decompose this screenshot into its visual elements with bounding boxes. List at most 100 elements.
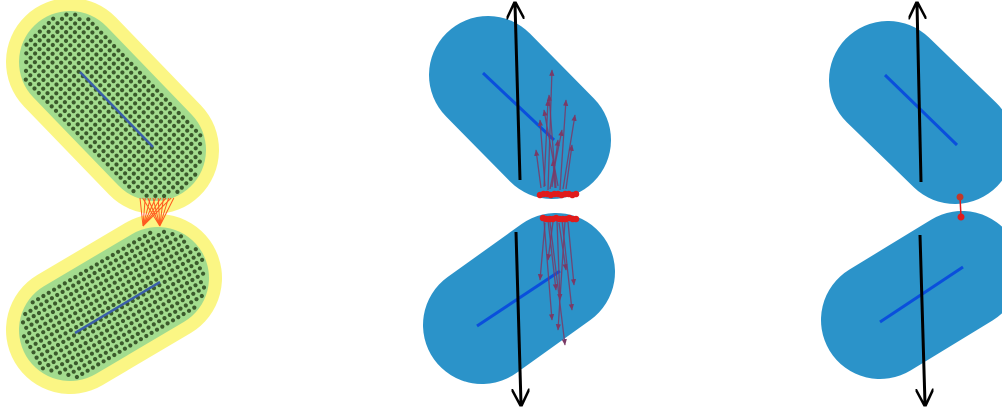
cell-point [127,329,132,334]
cell-point [176,278,181,284]
cell-point [60,289,65,294]
cell-point [114,171,119,176]
cell-point [85,69,90,74]
cell-point [37,64,42,69]
cell-point [41,60,46,65]
cell-point [116,335,121,341]
cell-point [138,287,143,292]
cell-point [140,314,145,319]
cell-point [165,235,170,240]
cell-point [142,75,147,80]
cell-point [76,78,81,83]
cell-point [188,159,194,164]
cell-point [98,83,103,88]
cell-point [102,300,108,305]
cell-point [41,95,46,100]
cell-point [103,35,108,40]
cell-point [68,328,73,333]
cell-point [72,65,77,70]
cell-point [36,297,41,302]
cell-point [159,93,164,98]
cell-point [175,265,180,270]
cell-point [192,305,197,310]
cell-point [94,262,99,267]
contact-link [142,197,157,227]
cell-point [171,282,176,287]
single-contact-panel [821,4,1002,404]
cell-point [130,262,135,267]
cell-point [137,79,142,84]
cell-point [49,86,55,91]
cell-point [112,280,117,285]
cell-point [110,289,115,294]
cell-point [135,281,140,286]
cell-point [30,300,35,305]
force-vector [559,99,569,191]
cell-point [179,284,184,289]
cell-point [127,149,132,154]
cell-point [132,290,137,295]
cell-point [118,327,123,332]
cell-point [58,113,63,118]
cell-point [171,176,176,181]
cell-point [121,332,127,337]
cell-point [102,114,107,119]
cell-point [140,242,145,247]
down-direction-arrow [920,234,925,404]
cell-point [28,308,33,313]
cell-point [166,249,171,254]
cell-point [72,30,77,35]
cell-point [121,246,126,251]
cell-point [157,189,162,194]
cell-point [157,180,163,185]
cell-point [54,100,59,105]
cell-point [68,364,73,369]
cell-point [156,269,161,274]
cell-point [180,150,185,155]
cell-point [66,122,71,127]
cell-point [60,362,65,367]
cell-point [144,184,149,190]
cell-point [127,167,132,172]
cell-point [97,135,102,140]
cell-point [168,240,173,245]
cell-point [140,278,145,283]
cell-point [54,73,59,78]
cell-point [139,264,144,269]
cell-point [168,290,174,295]
cell-point [162,243,168,248]
cell-point [124,92,129,97]
cell-point [194,260,199,266]
cell-point [118,166,123,172]
cell-point [178,270,183,275]
cell-point [114,153,119,158]
cell-point [68,16,73,22]
cell-point [186,258,191,263]
cell-point [28,82,33,87]
cell-point [102,87,107,92]
cell-point [109,347,114,352]
cell-point [46,363,51,368]
cell-point [45,91,50,96]
cell-point [65,322,70,327]
cell-point [118,158,123,163]
cell-point [93,284,98,289]
cell-point [137,97,142,102]
cell-point [74,374,79,380]
cell-point [158,136,163,142]
cell-point [51,16,56,21]
cell-point [90,21,95,26]
cell-point [144,333,149,339]
cell-point [73,311,78,316]
cell-point [74,288,79,293]
cell-point [83,341,88,346]
cell-point [33,42,38,47]
cell-point [61,303,66,308]
cell-point [178,306,183,311]
cell-point [130,334,135,340]
cell-point [91,329,96,334]
cell-point [23,68,29,73]
cell-point [37,360,42,366]
cell-point [163,123,168,128]
cell-point [110,325,115,330]
